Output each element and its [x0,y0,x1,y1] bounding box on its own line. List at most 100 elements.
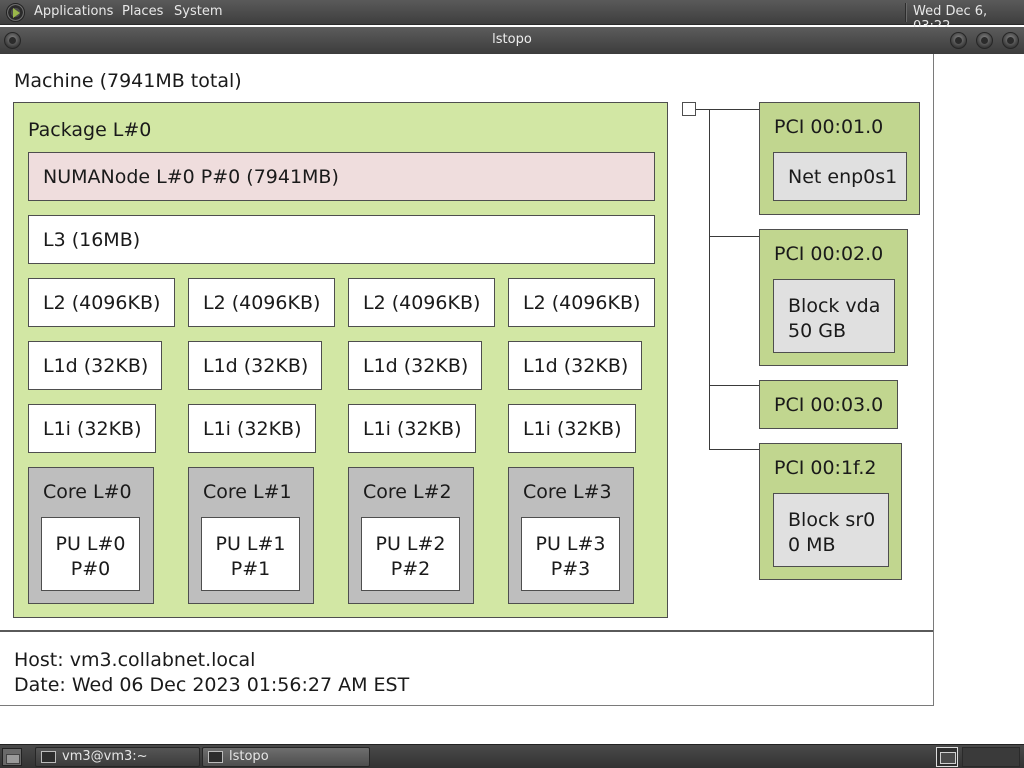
bus-line [709,236,759,237]
l1i-cache-box: L1i (32KB) [188,404,316,453]
terminal-icon [41,751,56,763]
workspace-switcher-icon[interactable] [936,747,958,767]
window-title: lstopo [492,32,532,47]
pu-box: PU L#0 P#0 [41,517,140,591]
panel-separator [905,3,907,22]
pci-device-label: PCI 00:1f.2 [774,457,877,479]
pu-physical-label: P#2 [390,558,431,580]
pci-device-label: PCI 00:03.0 [774,394,884,416]
maximize-icon[interactable] [976,32,993,49]
menu-places[interactable]: Places [122,4,164,19]
numa-node-box: NUMANode L#0 P#0 (7941MB) [28,152,655,201]
core-label: Core L#1 [203,481,292,503]
block-device-box: Block vda 50 GB [773,279,895,353]
net-device-box: Net enp0s1 [773,152,907,201]
l1i-cache-box: L1i (32KB) [508,404,636,453]
pu-label: PU L#0 [55,533,126,555]
date-label: Date: Wed 06 Dec 2023 01:56:27 AM EST [14,674,410,696]
l1d-cache-box: L1d (32KB) [28,341,162,390]
pci-device-box: PCI 00:01.0 Net enp0s1 [759,102,920,215]
core-box: Core L#0 PU L#0 P#0 [28,467,154,604]
core-box: Core L#3 PU L#3 P#3 [508,467,634,604]
l1i-cache-box: L1i (32KB) [348,404,476,453]
block-device-size: 0 MB [788,534,836,556]
block-device-box: Block sr0 0 MB [773,493,889,567]
bus-line [709,449,759,450]
show-desktop-icon[interactable] [2,748,22,766]
minimize-icon[interactable] [950,32,967,49]
taskbar-item-label: vm3@vm3:~ [62,749,148,764]
workspace-switcher-area[interactable] [962,747,1020,767]
l1i-cache-label: L1i (32KB) [363,418,462,440]
l2-cache-box: L2 (4096KB) [28,278,175,327]
pu-box: PU L#1 P#1 [201,517,300,591]
lstopo-canvas: Machine (7941MB total) Package L#0 NUMAN… [0,54,934,706]
close-icon[interactable] [1002,32,1019,49]
pu-text: PU L#1 P#1 [202,532,299,582]
menu-system[interactable]: System [174,4,223,19]
bottom-taskbar: vm3@vm3:~ lstopo [0,744,1024,768]
l1d-cache-box: L1d (32KB) [348,341,482,390]
taskbar-item-label: lstopo [229,749,269,764]
l1i-cache-label: L1i (32KB) [523,418,622,440]
l1d-cache-box: L1d (32KB) [188,341,322,390]
pu-label: PU L#1 [215,533,286,555]
l1d-cache-label: L1d (32KB) [203,355,309,377]
pu-label: PU L#3 [535,533,606,555]
l1d-cache-label: L1d (32KB) [523,355,629,377]
bus-line [709,385,759,386]
taskbar-item-terminal[interactable]: vm3@vm3:~ [35,747,200,767]
pu-physical-label: P#1 [230,558,271,580]
pci-device-label: PCI 00:01.0 [774,116,884,138]
pci-device-label: PCI 00:02.0 [774,243,884,265]
l3-cache-box: L3 (16MB) [28,215,655,264]
pu-label: PU L#2 [375,533,446,555]
l2-cache-label: L2 (4096KB) [363,292,481,314]
window-icon [208,751,223,763]
window-menu-icon[interactable] [4,32,21,49]
core-box: Core L#2 PU L#2 P#2 [348,467,474,604]
l1i-cache-label: L1i (32KB) [203,418,302,440]
pci-device-box: PCI 00:1f.2 Block sr0 0 MB [759,443,902,580]
menu-applications[interactable]: Applications [34,4,114,19]
package-label: Package L#0 [28,119,152,141]
core-label: Core L#0 [43,481,132,503]
top-panel: Applications Places System Wed Dec 6, 03… [0,0,1024,34]
l2-cache-box: L2 (4096KB) [348,278,495,327]
host-label: Host: vm3.collabnet.local [14,649,256,671]
pu-text: PU L#2 P#2 [362,532,459,582]
core-label: Core L#3 [523,481,612,503]
pu-text: PU L#3 P#3 [522,532,619,582]
l1i-cache-box: L1i (32KB) [28,404,156,453]
l2-cache-box: L2 (4096KB) [508,278,655,327]
distro-logo-icon[interactable] [6,3,25,22]
pu-box: PU L#2 P#2 [361,517,460,591]
pu-box: PU L#3 P#3 [521,517,620,591]
taskbar-item-lstopo[interactable]: lstopo [202,747,370,767]
bus-line [709,109,710,450]
legend-separator [0,630,933,632]
core-box: Core L#1 PU L#1 P#1 [188,467,314,604]
l1d-cache-label: L1d (32KB) [363,355,469,377]
l1d-cache-box: L1d (32KB) [508,341,642,390]
pu-physical-label: P#3 [550,558,591,580]
pci-device-box: PCI 00:03.0 [759,380,898,429]
block-device-label: Block sr0 [788,509,876,531]
pu-physical-label: P#0 [70,558,111,580]
l2-cache-box: L2 (4096KB) [188,278,335,327]
package-box: Package L#0 NUMANode L#0 P#0 (7941MB) L3… [13,102,668,618]
bus-line [696,109,710,110]
net-device-label: Net enp0s1 [788,166,898,188]
core-label: Core L#2 [363,481,452,503]
pci-device-box: PCI 00:02.0 Block vda 50 GB [759,229,908,366]
block-device-label: Block vda [788,295,881,317]
window-titlebar[interactable]: lstopo [0,27,1024,54]
l2-cache-label: L2 (4096KB) [523,292,641,314]
pu-text: PU L#0 P#0 [42,532,139,582]
numa-node-label: NUMANode L#0 P#0 (7941MB) [43,166,339,188]
l2-cache-label: L2 (4096KB) [43,292,161,314]
bus-line [709,109,759,110]
host-bridge-box [682,102,696,116]
block-device-size: 50 GB [788,320,846,342]
machine-label: Machine (7941MB total) [14,70,242,92]
